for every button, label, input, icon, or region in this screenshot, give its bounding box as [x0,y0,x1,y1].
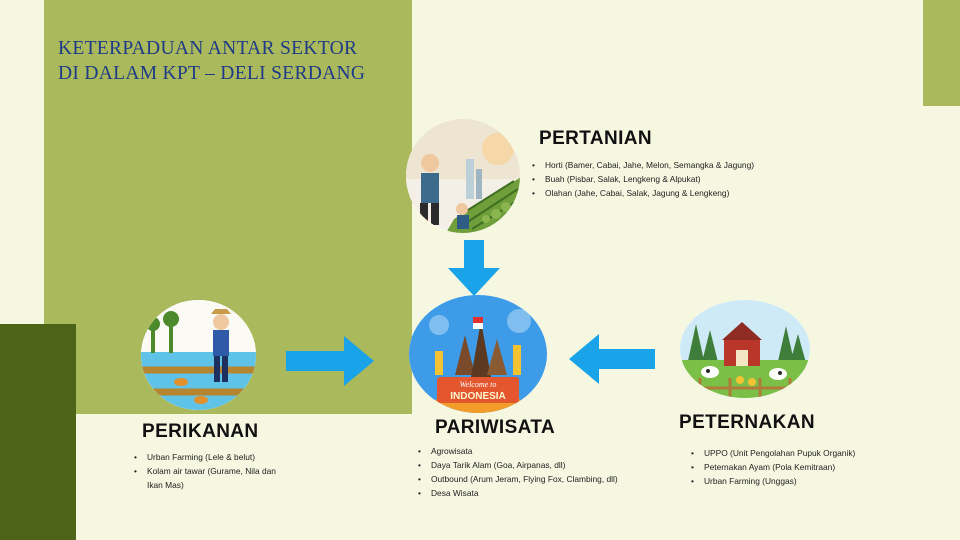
olive-corner-accent [923,0,960,106]
list-item: Olahan (Jahe, Cabai, Salak, Jagung & Len… [530,186,766,200]
list-item: Horti (Bamer, Cabai, Jahe, Melon, Semang… [530,158,766,172]
dark-olive-accent [0,324,76,540]
heading-perikanan: PERIKANAN [142,421,259,442]
title-line-2: DI DALAM KPT – DELI SERDANG [58,63,366,84]
list-perikanan: Urban Farming (Lele & belut) Kolam air t… [132,450,292,492]
livestock-farm-illustration [680,300,810,398]
list-pertanian: Horti (Bamer, Cabai, Jahe, Melon, Semang… [530,158,766,200]
welcome-indonesia-illustration: Welcome to INDONESIA [409,295,547,413]
list-item: UPPO (Unit Pengolahan Pupuk Organik) [689,446,911,460]
list-peternakan: UPPO (Unit Pengolahan Pupuk Organik) Pet… [689,446,911,488]
list-item: Buah (Pisbar, Salak, Lengkeng & Alpukat) [530,172,766,186]
heading-pariwisata: PARIWISATA [435,417,556,438]
heading-peternakan: PETERNAKAN [679,412,815,433]
list-item: Peternakan Ayam (Pola Kemitraan) [689,460,911,474]
list-item: Urban Farming (Lele & belut) [132,450,292,464]
title-line-1: KETERPADUAN ANTAR SEKTOR [58,38,358,59]
list-item: Kolam air tawar (Gurame, Nila dan Ikan M… [132,464,292,492]
arrow-down-icon [448,240,500,296]
list-item: Agrowisata [416,444,621,458]
farmer-field-illustration [406,119,520,233]
list-item: Daya Tarik Alam (Goa, Airpanas, dll) [416,458,621,472]
list-item: Urban Farming (Unggas) [689,474,911,488]
slide-title: KETERPADUAN ANTAR SEKTOR DI DALAM KPT – … [58,36,365,86]
list-item: Outbound (Arum Jeram, Flying Fox, Clambi… [416,472,621,486]
arrow-left-icon [569,334,655,384]
heading-pertanian: PERTANIAN [539,128,653,149]
list-pariwisata: Agrowisata Daya Tarik Alam (Goa, Airpana… [416,444,621,500]
banner-country-text: INDONESIA [450,391,506,402]
list-item: Desa Wisata [416,486,621,500]
fish-pond-illustration [141,300,256,410]
arrow-right-icon [286,336,374,386]
banner-welcome-text: Welcome to [460,380,497,389]
